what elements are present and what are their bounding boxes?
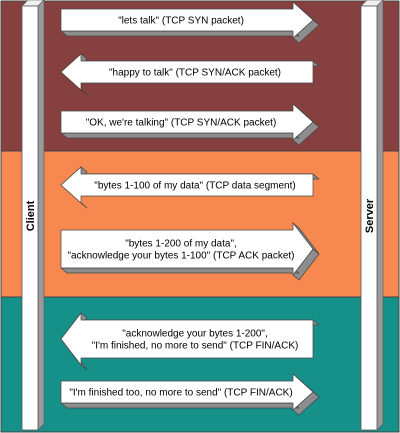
message-arrow-7: "I'm finished too, no more to send" (TCP… [60, 373, 320, 416]
message-arrows: "lets talk" (TCP SYN packet) "happy to ta… [60, 1, 320, 416]
message-arrow-6: "acknowledge your bytes 1-200","I'm fini… [60, 312, 320, 371]
message-label: "OK, we're talking" (TCP SYN/ACK packet) [86, 118, 277, 129]
message-label: "bytes 1-200 of my data", [125, 239, 237, 250]
message-label: "lets talk" (TCP SYN packet) [118, 16, 244, 27]
arrow-side [60, 402, 300, 409]
server-label: Server [364, 198, 376, 233]
arrow-face [60, 222, 314, 276]
client-column: Client [21, 0, 45, 431]
arrow-side [60, 132, 300, 139]
client-label: Client [25, 200, 37, 231]
message-label: "I'm finished too, no more to send" (TCP… [69, 388, 292, 399]
arrow-face [60, 373, 314, 411]
arrow-face [60, 103, 314, 141]
message-label: "happy to talk" (TCP SYN/ACK packet) [109, 68, 281, 79]
message-arrow-5: "bytes 1-200 of my data","acknowledge yo… [60, 222, 320, 281]
arrow-face [60, 53, 314, 91]
message-arrow-2: "happy to talk" (TCP SYN/ACK packet) [60, 53, 320, 96]
message-label: "acknowledge your bytes 1-200", [122, 329, 268, 340]
message-label: "acknowledge your bytes 1-100" (TCP ACK … [67, 251, 294, 262]
arrow-side [60, 30, 300, 37]
phase-band-data [0, 150, 400, 298]
arrow-face [60, 1, 314, 39]
message-arrow-3: "OK, we're talking" (TCP SYN/ACK packet) [60, 103, 320, 146]
phase-band-close [0, 296, 400, 433]
message-arrow-4: "bytes 1-100 of my data" (TCP data segme… [60, 166, 320, 209]
message-label: "I'm finished, no more to send" (TCP FIN… [92, 341, 299, 352]
arrow-face [60, 166, 314, 204]
server-column: Server [360, 0, 384, 431]
arrow-face [60, 312, 314, 366]
arrow-side [60, 267, 300, 274]
message-arrow-1: "lets talk" (TCP SYN packet) [60, 1, 320, 44]
message-label: "bytes 1-100 of my data" (TCP data segme… [94, 181, 295, 192]
